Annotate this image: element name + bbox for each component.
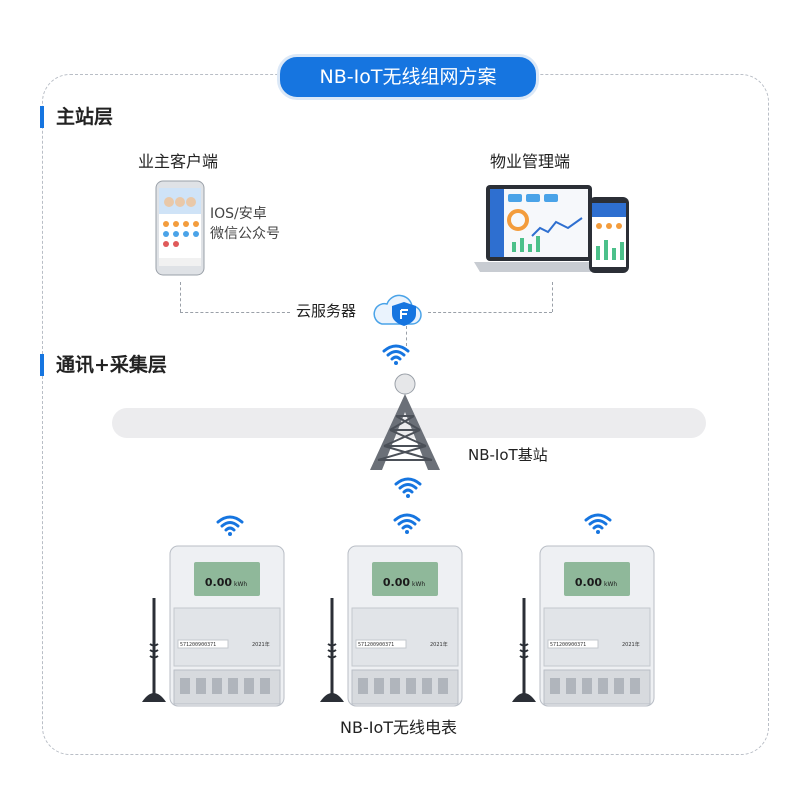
wifi-icon: [382, 344, 410, 365]
electric-meter-icon: 0.00 kWh 571200900371 2021年: [512, 545, 655, 707]
connector-owner-h: [180, 312, 290, 313]
wifi-icon: [393, 513, 421, 534]
meter-year: 2021年: [622, 641, 640, 648]
tower-icon: [370, 373, 440, 470]
meter-serial: 571200900371: [550, 642, 586, 648]
meter-serial: 571200900371: [180, 642, 216, 648]
owner-client-label: 业主客户端: [138, 152, 219, 171]
meters-label: NB-IoT无线电表: [340, 718, 458, 737]
meter-unit: kWh: [412, 581, 425, 588]
meter-year: 2021年: [252, 641, 270, 648]
meter-reading: 0.00: [575, 576, 602, 589]
meter-unit: kWh: [234, 581, 247, 588]
tablet-icon: [589, 197, 629, 273]
section-master: 主站层: [40, 106, 113, 128]
laptop-icon: [474, 185, 606, 272]
diagram-title: NB-IoT无线组网方案: [277, 54, 539, 100]
owner-platform-ios: IOS/安卓: [210, 206, 267, 222]
meter-serial: 571200900371: [358, 642, 394, 648]
meter-year: 2021年: [430, 641, 448, 648]
meter-reading: 0.00: [383, 576, 410, 589]
owner-platform-wechat: 微信公众号: [210, 226, 280, 242]
cloud-shield-icon: [373, 294, 422, 326]
connector-property-h: [428, 312, 552, 313]
smartphone-icon: [155, 180, 205, 276]
wifi-icon: [584, 513, 612, 534]
meter-reading: 0.00: [205, 576, 232, 589]
connector-property: [552, 282, 553, 312]
cloud-server-label: 云服务器: [296, 302, 357, 320]
section-comm: 通讯+采集层: [40, 354, 167, 376]
base-station-label: NB-IoT基站: [468, 446, 548, 464]
connector-owner: [180, 282, 181, 312]
wifi-icon: [216, 515, 244, 536]
property-client-label: 物业管理端: [490, 152, 571, 171]
electric-meter-icon: 0.00 kWh 571200900371 2021年: [142, 545, 285, 707]
meter-unit: kWh: [604, 581, 617, 588]
electric-meter-icon: 0.00 kWh 571200900371 2021年: [320, 545, 463, 707]
connector-cloud-down: [406, 326, 407, 346]
wifi-icon: [394, 477, 422, 498]
